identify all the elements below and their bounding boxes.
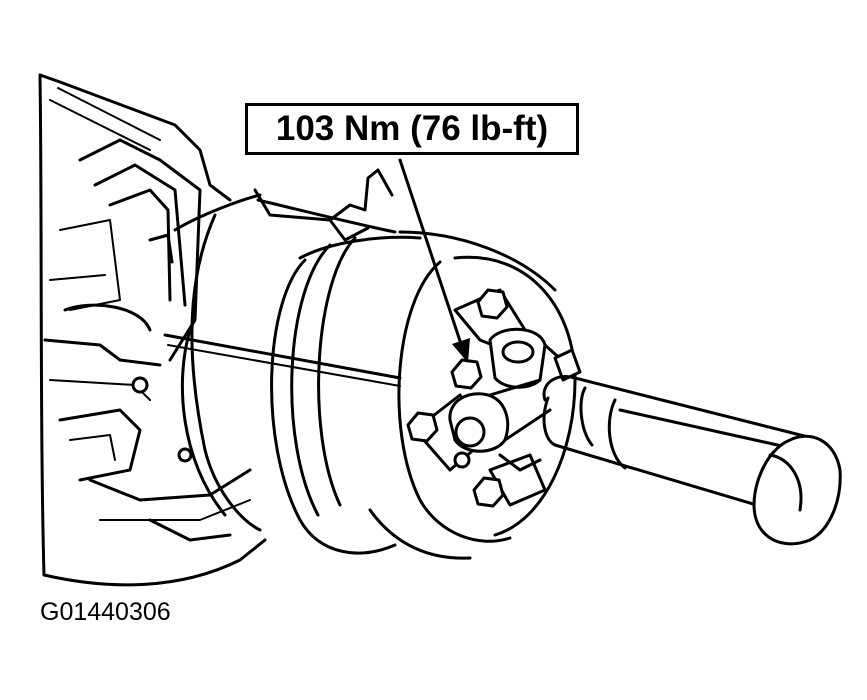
bolt-torque-target <box>450 358 483 390</box>
flange-bolts <box>406 288 509 508</box>
bolt-upper <box>476 288 509 320</box>
extension-seal-boot <box>270 230 557 560</box>
torque-spec-callout: 103 Nm (76 lb-ft) <box>245 103 579 155</box>
driveshaft-tube <box>542 375 842 546</box>
extension-housing <box>163 168 402 532</box>
callout-leader-arrow <box>398 158 470 363</box>
bolt-left <box>406 411 439 443</box>
figure-id-label: G01440306 <box>40 598 171 626</box>
bolt-lower <box>472 476 505 508</box>
u-joint-yoke <box>448 327 582 472</box>
torque-spec-label: 103 Nm (76 lb-ft) <box>275 109 549 148</box>
transmission-case <box>38 73 267 587</box>
